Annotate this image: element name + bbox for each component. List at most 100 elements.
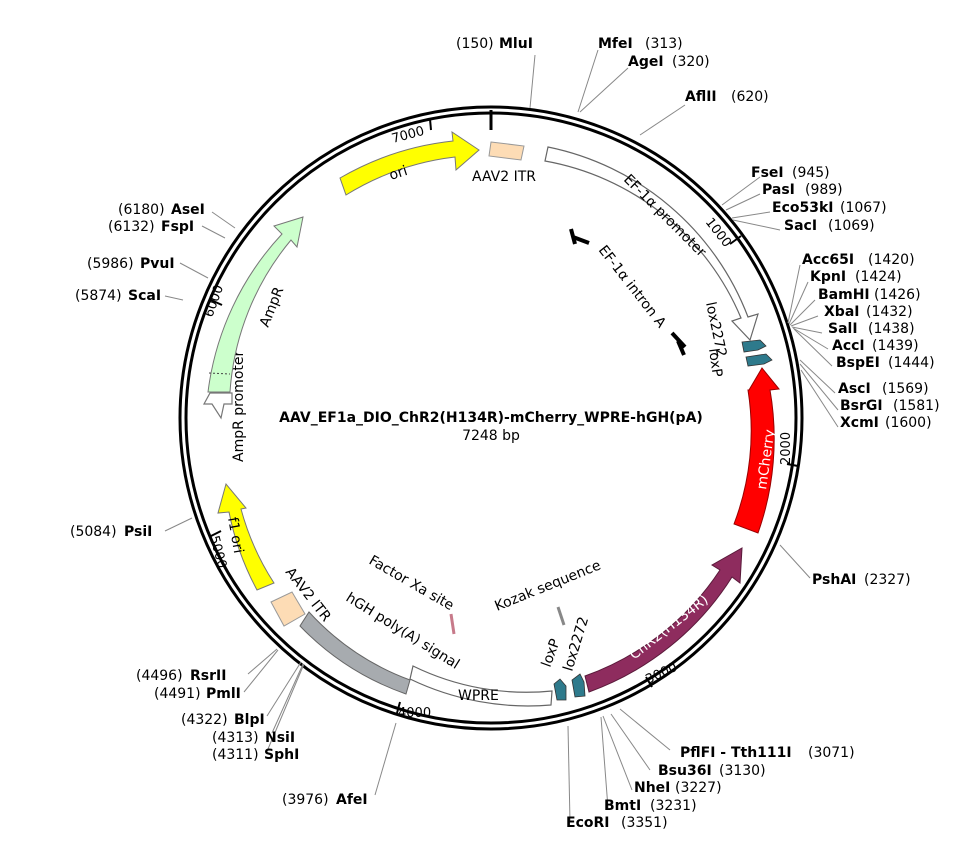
site-pos-mfei: (313): [645, 36, 683, 52]
site-name-asei: AseI: [171, 202, 205, 218]
feature-ori: [339, 130, 480, 196]
site-pos-saci: (1069): [828, 218, 875, 234]
site-label-psii: (5084) PsiI: [70, 524, 152, 540]
site-name-nhei: NheI: [634, 780, 670, 796]
site-label-xcmi: XcmI (1600): [840, 415, 932, 431]
site-label-saci: SacI (1069): [784, 218, 875, 234]
feature-lox2272-1: [741, 339, 767, 353]
site-name-pvui: PvuI: [140, 256, 175, 272]
site-label-nhei: NheI (3227): [634, 780, 722, 796]
site-name-rsrii: RsrII: [190, 668, 226, 684]
feature-ef1a-promoter: [544, 146, 759, 342]
tick-label-6000: 6000: [202, 283, 227, 319]
site-label-pshai: PshAI (2327): [812, 572, 911, 588]
site-label-fspi: (6132) FspI: [108, 219, 194, 235]
site-label-scai: (5874) ScaI: [75, 288, 161, 304]
site-label-pvui: (5986) PvuI: [87, 256, 175, 272]
site-label-bsu36i: Bsu36I (3130): [658, 763, 766, 779]
feature-label-chr2: ChR2(H134R): [627, 592, 712, 663]
site-pos-acci: (1439): [872, 338, 919, 354]
site-name-acci: AccI: [832, 338, 865, 354]
site-pos-blpi: (4322): [181, 712, 228, 728]
site-label-bspei: BspEI (1444): [836, 355, 935, 371]
feature-label-wpre: WPRE: [458, 688, 499, 704]
site-pos-psii: (5084): [70, 524, 117, 540]
site-label-afei: (3976) AfeI: [282, 792, 368, 808]
site-name-bsu36i: Bsu36I: [658, 763, 712, 779]
site-pos-bmti: (3231): [650, 798, 697, 814]
plasmid-name: AAV_EF1a_DIO_ChR2(H134R)-mCherry_WPRE-hG…: [279, 410, 703, 426]
site-label-acci: AccI (1439): [832, 338, 919, 354]
site-name-bmti: BmtI: [604, 798, 641, 814]
site-name-eco53ki: Eco53kI: [772, 200, 833, 216]
site-pos-fspi: (6132): [108, 219, 155, 235]
feature-mcherry: [733, 367, 780, 534]
feature-ef1a-intron: [569, 228, 687, 356]
site-pos-aflii: (620): [731, 89, 769, 105]
site-pos-pmli: (4491): [154, 686, 201, 702]
site-pos-scai: (5874): [75, 288, 122, 304]
site-label-bmti: BmtI (3231): [604, 798, 697, 814]
site-label-xbai: XbaI (1432): [824, 304, 913, 320]
tick-label-4000: 4000: [398, 706, 431, 721]
site-name-bspei: BspEI: [836, 355, 880, 371]
site-name-asci: AscI: [838, 381, 871, 397]
site-name-fspi: FspI: [161, 219, 194, 235]
site-name-pasi: PasI: [762, 182, 795, 198]
site-name-bsrgi: BsrGI: [840, 398, 883, 414]
feature-label-f1-ori: f1 ori: [224, 516, 246, 555]
site-label-eco53ki: Eco53kI (1067): [772, 200, 887, 216]
site-pos-rsrii: (4496): [136, 668, 183, 684]
site-name-xcmi: XcmI: [840, 415, 879, 431]
feature-ampr: [207, 216, 304, 393]
site-label-pmli: (4491) PmlI: [154, 686, 241, 702]
feature-ampr-promoter: [202, 392, 233, 420]
site-pos-pvui: (5986): [87, 256, 134, 272]
site-label-bsrgi: BsrGI (1581): [840, 398, 940, 414]
feature-label-ef1a-intron: EF-1α intron A: [595, 243, 669, 332]
feature-chr2: [584, 547, 743, 693]
site-pos-bsu36i: (3130): [719, 763, 766, 779]
site-name-ecori: EcoRI: [566, 815, 609, 831]
feature-label-ampr-promoter: AmpR promoter: [231, 351, 247, 462]
site-name-pmli: PmlI: [206, 686, 241, 702]
site-pos-asei: (6180): [118, 202, 165, 218]
site-pos-eco53ki: (1067): [840, 200, 887, 216]
feature-label-factor-xa: Factor Xa site: [366, 553, 456, 614]
feature-kozak: [556, 606, 566, 626]
site-pos-bspei: (1444): [888, 355, 935, 371]
site-pos-sphi: (4311): [212, 747, 259, 763]
plasmid-size: 7248 bp: [462, 428, 520, 444]
site-pos-fsei: (945): [792, 165, 830, 181]
feature-label-aav2-itr-right: AAV2 ITR: [472, 169, 536, 185]
site-pos-pasi: (989): [805, 182, 843, 198]
site-label-agei: AgeI (320): [628, 54, 710, 70]
site-label-sphi: (4311) SphI: [212, 747, 299, 763]
tick-marks: [210, 118, 799, 714]
site-name-nsii: NsiI: [265, 730, 295, 746]
site-label-rsrii: (4496) RsrII: [136, 668, 226, 684]
site-name-acc65i: Acc65I: [802, 252, 854, 268]
site-label-pflfi-tth111i: PflFI - Tth111I (3071): [680, 745, 855, 761]
site-leader-lines: [164, 49, 839, 823]
site-name-sphi: SphI: [264, 747, 299, 763]
feature-f1-ori: [217, 482, 275, 591]
site-pos-afei: (3976): [282, 792, 329, 808]
feature-label-ampr: AmpR: [257, 284, 288, 329]
site-pos-xbai: (1432): [866, 304, 913, 320]
feature-label-lox2272-2: lox2272: [561, 615, 593, 673]
feature-wpre: [409, 665, 553, 707]
site-label-acc65i: Acc65I (1420): [802, 252, 915, 268]
site-pos-mlui: (150): [456, 36, 494, 52]
site-name-mfei: MfeI: [598, 36, 633, 52]
site-pos-pshai: (2327): [864, 572, 911, 588]
site-name-sali: SalI: [828, 321, 858, 337]
site-name-kpni: KpnI: [810, 269, 846, 285]
site-pos-nsii: (4313): [212, 730, 259, 746]
site-pos-agei: (320): [672, 54, 710, 70]
feature-aav2-itr-right: [488, 141, 525, 161]
site-name-fsei: FseI: [751, 165, 784, 181]
site-pos-sali: (1438): [868, 321, 915, 337]
site-name-bamhi: BamHI: [818, 287, 870, 303]
site-label-fsei: FseI (945): [751, 165, 830, 181]
